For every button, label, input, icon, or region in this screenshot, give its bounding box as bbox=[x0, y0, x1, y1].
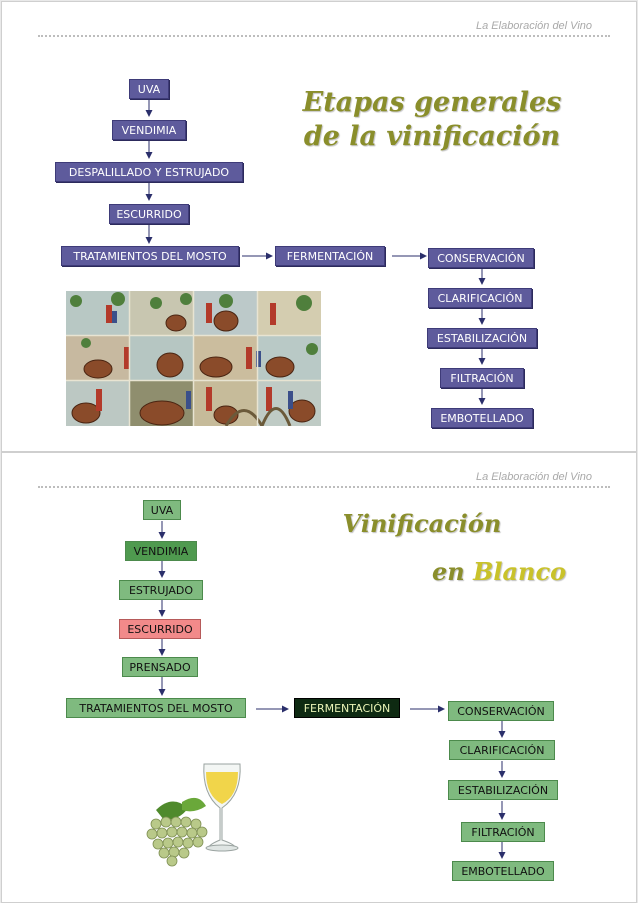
step-tratamientos: TRATAMIENTOS DEL MOSTO bbox=[66, 698, 246, 718]
step-clarificacion: CLARIFICACIÓN bbox=[449, 740, 555, 760]
wine-glass-grapes-image bbox=[146, 763, 241, 867]
step-vendimia: VENDIMIA bbox=[125, 541, 197, 561]
slide-general-stages: La Elaboración del Vino UVA VENDIMIA DES… bbox=[1, 1, 637, 452]
title-blanco: Blanco bbox=[473, 557, 567, 586]
step-clarificacion: CLARIFICACIÓN bbox=[428, 288, 532, 308]
step-escurrido: ESCURRIDO bbox=[119, 619, 201, 639]
step-estrujado: ESTRUJADO bbox=[119, 580, 203, 600]
step-escurrido: ESCURRIDO bbox=[109, 204, 189, 224]
header-text: La Elaboración del Vino bbox=[476, 471, 592, 483]
winemaking-tiles-image bbox=[66, 291, 321, 426]
slide-white-wine: La Elaboración del Vino UVA VENDIMIA EST… bbox=[1, 452, 637, 903]
flow-arrows bbox=[145, 100, 486, 405]
step-estabilizacion: ESTABILIZACIÓN bbox=[448, 780, 558, 800]
step-tratamientos: TRATAMIENTOS DEL MOSTO bbox=[61, 246, 239, 266]
step-vendimia: VENDIMIA bbox=[112, 120, 186, 140]
step-fermentacion: FERMENTACIÓN bbox=[275, 246, 385, 266]
header-text: La Elaboración del Vino bbox=[476, 20, 592, 32]
flow-arrows bbox=[158, 521, 506, 859]
step-filtracion: FILTRACIÓN bbox=[440, 368, 524, 388]
step-fermentacion: FERMENTACIÓN bbox=[294, 698, 400, 718]
slide2-title-line2: en Blanco bbox=[432, 557, 566, 587]
title-en: en bbox=[432, 557, 465, 586]
header-divider bbox=[38, 486, 610, 488]
step-despalillado: DESPALILLADO Y ESTRUJADO bbox=[55, 162, 243, 182]
step-uva: UVA bbox=[143, 500, 181, 520]
step-embotellado: EMBOTELLADO bbox=[431, 408, 533, 428]
step-prensado: PRENSADO bbox=[122, 657, 198, 677]
step-filtracion: FILTRACIÓN bbox=[461, 822, 545, 842]
slide1-title: Etapas generales de la vinificación bbox=[302, 87, 562, 152]
header-divider bbox=[38, 35, 610, 37]
step-conservacion: CONSERVACIÓN bbox=[428, 248, 534, 268]
slide2-title-line1: Vinificación bbox=[342, 509, 502, 538]
step-uva: UVA bbox=[129, 79, 169, 99]
step-conservacion: CONSERVACIÓN bbox=[448, 701, 554, 721]
step-estabilizacion: ESTABILIZACIÓN bbox=[427, 328, 537, 348]
step-embotellado: EMBOTELLADO bbox=[452, 861, 554, 881]
